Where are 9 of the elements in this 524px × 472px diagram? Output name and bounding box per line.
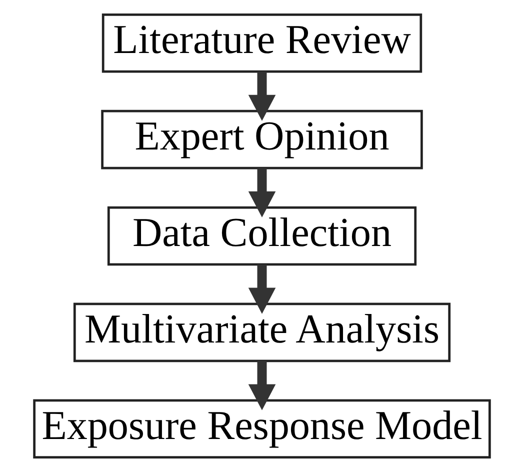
arrow bbox=[248, 168, 276, 218]
node-box: Literature Review bbox=[102, 13, 422, 73]
node-box: Expert Opinion bbox=[101, 110, 423, 170]
node-box: Multivariate Analysis bbox=[73, 302, 451, 362]
node-box: Data Collection bbox=[107, 206, 417, 266]
arrow bbox=[248, 264, 276, 314]
node-box: Exposure Response Model bbox=[33, 399, 491, 459]
arrow bbox=[248, 361, 276, 410]
arrow bbox=[248, 72, 276, 121]
